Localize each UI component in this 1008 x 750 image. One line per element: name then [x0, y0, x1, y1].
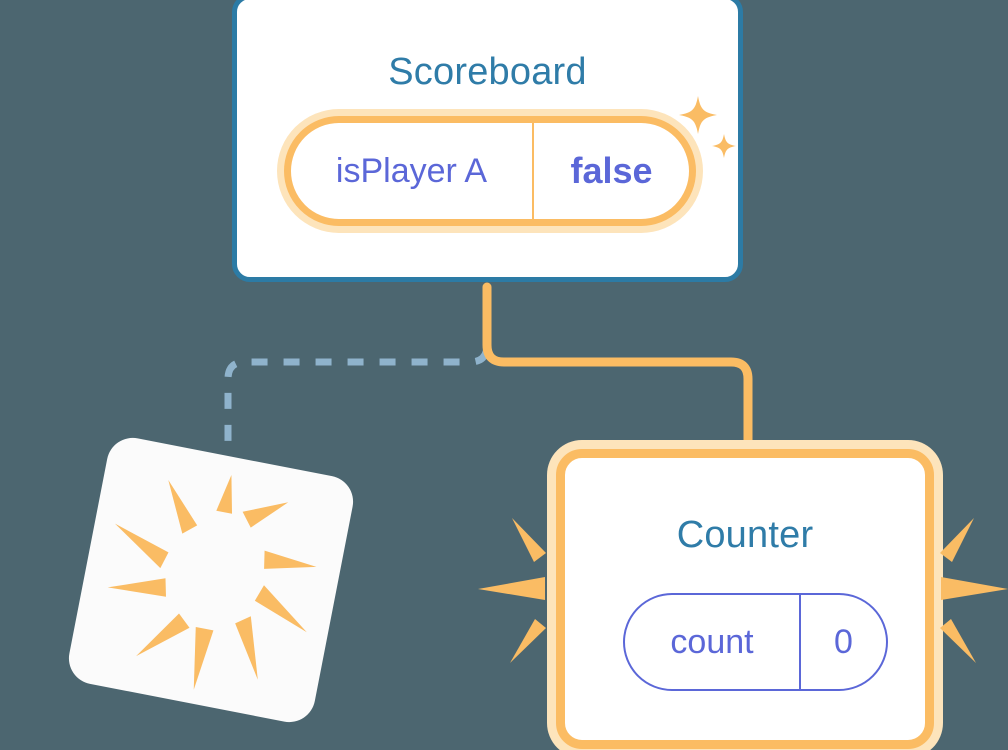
connector-scoreboard-to-flash-card [224, 287, 491, 470]
counter-title: Counter [676, 514, 814, 556]
counter-state-pill[interactable]: count 0 [623, 593, 888, 691]
counter-state-value: 0 [834, 622, 853, 661]
scoreboard-state-value: false [570, 150, 653, 191]
burst-rays [940, 518, 1008, 663]
scoreboard-state-key: isPlayer A [291, 123, 534, 219]
node-scoreboard[interactable]: Scoreboard isPlayer A false [232, 0, 743, 282]
scoreboard-state-pill[interactable]: isPlayer A false [284, 116, 696, 226]
burst-counter-left [478, 518, 546, 663]
scoreboard-title: Scoreboard [388, 51, 587, 93]
counter-state-key: count [625, 595, 801, 689]
node-counter[interactable]: Counter count 0 [556, 449, 934, 749]
connector-scoreboard-to-counter [482, 282, 753, 467]
node-flash-card[interactable] [64, 433, 358, 727]
burst-rays [478, 518, 546, 663]
burst-counter-right [940, 518, 1008, 663]
